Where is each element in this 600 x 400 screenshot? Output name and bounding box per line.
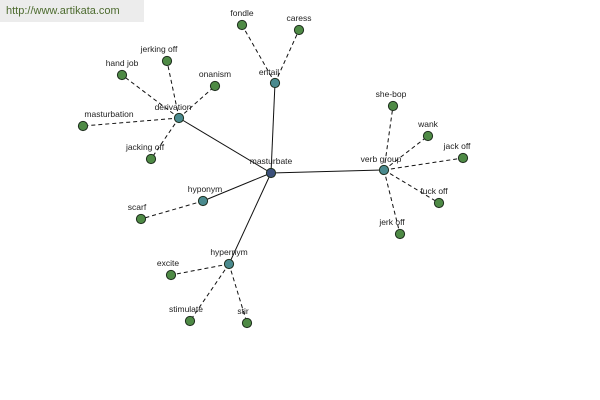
node-jerking-off[interactable] [161, 55, 173, 67]
node-wank[interactable] [422, 130, 434, 142]
edge-center-entail [270, 82, 276, 174]
label-masturbate: masturbate [250, 156, 293, 166]
label-jerk-off: jerk off [378, 217, 405, 227]
edge-derivation-jerking-off [166, 60, 180, 119]
edge-entail-caress [274, 29, 300, 84]
node-stimulate[interactable] [184, 315, 196, 327]
node-onanism[interactable] [209, 80, 221, 92]
label-jack-off: jack off [443, 141, 471, 151]
node-she-bop[interactable] [387, 100, 399, 112]
node-hand-job[interactable] [116, 69, 128, 81]
node-jerk-off[interactable] [394, 228, 406, 240]
label-scarf: scarf [128, 202, 147, 212]
node-fondle[interactable] [236, 19, 248, 31]
label-verb-group: verb group [361, 154, 402, 164]
node-masturbation[interactable] [77, 120, 89, 132]
edge-verb-group-jerk-off [383, 169, 401, 235]
node-excite[interactable] [165, 269, 177, 281]
node-derivation[interactable] [173, 112, 185, 124]
watermark-url: http://www.artikata.com [0, 0, 144, 22]
graph-nodes [77, 19, 469, 329]
label-jerking-off: jerking off [140, 44, 178, 54]
edge-derivation-jacking-off [150, 117, 180, 160]
label-derivation: derivation [155, 102, 192, 112]
edge-verb-group-she-bop [383, 105, 394, 171]
label-wank: wank [417, 119, 439, 129]
label-jacking-off: jacking off [125, 142, 165, 152]
edge-center-hyponym [202, 172, 272, 202]
node-hyponym[interactable] [197, 195, 209, 207]
edge-center-verb-group [270, 169, 385, 174]
label-she-bop: she-bop [376, 89, 407, 99]
node-scarf[interactable] [135, 213, 147, 225]
edge-verb-group-fuck-off [383, 169, 440, 204]
node-jacking-off[interactable] [145, 153, 157, 165]
node-stir[interactable] [241, 317, 253, 329]
graph-edges [82, 24, 464, 324]
label-masturbation: masturbation [84, 109, 133, 119]
edge-hypernym-stimulate [189, 263, 230, 322]
label-stir: stir [237, 306, 249, 316]
edge-center-hypernym [228, 172, 272, 265]
label-onanism: onanism [199, 69, 231, 79]
node-caress[interactable] [293, 24, 305, 36]
edge-hyponym-scarf [140, 200, 204, 220]
edge-verb-group-wank [383, 135, 429, 171]
label-entail: entail [259, 67, 279, 77]
edge-hypernym-stir [228, 263, 248, 324]
edge-derivation-masturbation [82, 117, 180, 127]
edge-center-derivation [178, 117, 272, 174]
label-caress: caress [286, 13, 311, 23]
edge-verb-group-jack-off [383, 157, 464, 171]
label-fuck-off: fuck off [420, 186, 448, 196]
label-hyponym: hyponym [188, 184, 223, 194]
node-entail[interactable] [269, 77, 281, 89]
label-hand-job: hand job [106, 58, 139, 68]
node-fuck-off[interactable] [433, 197, 445, 209]
node-jack-off[interactable] [457, 152, 469, 164]
label-hypernym: hypernym [210, 247, 247, 257]
label-fondle: fondle [230, 8, 253, 18]
edge-derivation-onanism [178, 85, 216, 119]
label-excite: excite [157, 258, 179, 268]
label-stimulate: stimulate [169, 304, 203, 314]
edge-hypernym-excite [170, 263, 230, 276]
edge-derivation-hand-job [121, 74, 180, 119]
node-hypernym[interactable] [223, 258, 235, 270]
node-masturbate[interactable] [265, 167, 277, 179]
node-verb-group[interactable] [378, 164, 390, 176]
